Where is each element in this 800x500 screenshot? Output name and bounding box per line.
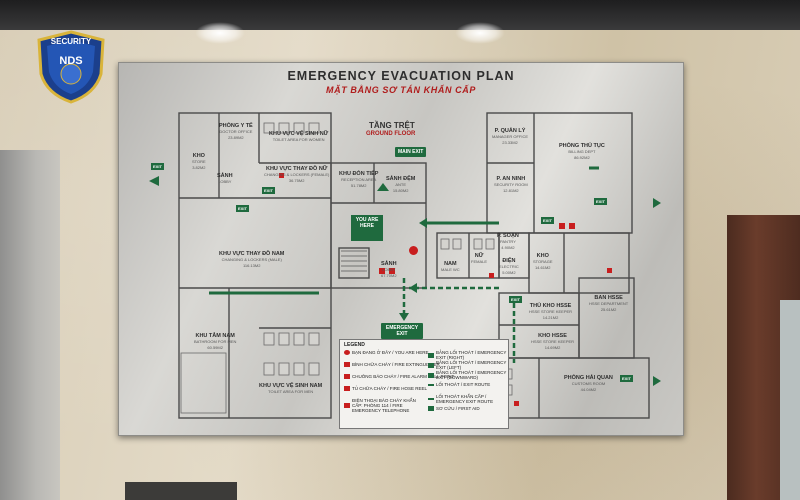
emergency-exit-sign: EMERGENCY EXIT xyxy=(381,323,423,339)
exit-sign: EXIT xyxy=(541,217,554,224)
arrow-down-icon xyxy=(399,313,409,321)
ceiling-light xyxy=(195,22,245,44)
you-are-here-sign: YOU ARE HERE xyxy=(351,215,383,241)
arrow-right-icon xyxy=(653,376,661,386)
legend-item: BẢNG LỐI THOÁT / EMERGENCY EXIT (DOWNWAR… xyxy=(428,370,508,380)
plan-title-vn: MẶT BẰNG SƠ TÁN KHẨN CẤP xyxy=(326,85,476,95)
arrow-left-icon xyxy=(419,218,427,228)
plan-title: EMERGENCY EVACUATION PLAN xyxy=(287,69,515,83)
legend-item: BẢNG LỐI THOÁT / EMERGENCY EXIT (LEFT) xyxy=(428,360,508,370)
exit-sign: EXIT xyxy=(509,296,522,303)
legend-title: LEGEND xyxy=(344,342,365,348)
legend-item: LỐI THOÁT KHẨN CẤP / EMERGENCY EXIT ROUT… xyxy=(428,394,508,404)
door-glass xyxy=(780,300,800,500)
badge-top-text: SECURITY xyxy=(51,37,92,46)
ceiling-light xyxy=(455,22,505,44)
floor-plan-drawing xyxy=(149,112,661,419)
legend-item: BÌNH CHỮA CHÁY / FIRE EXTINGUISHER xyxy=(344,362,440,367)
legend-panel: LEGEND BẠN ĐANG Ở ĐÂY / YOU ARE HERE BÌN… xyxy=(339,339,509,429)
legend-item: LỐI THOÁT / EXIT ROUTE xyxy=(428,382,490,387)
evacuation-plan-plate: EMERGENCY EVACUATION PLAN MẶT BẰNG SƠ TÁ… xyxy=(118,62,684,436)
exit-sign: EXIT xyxy=(236,205,249,212)
steel-pillar xyxy=(0,150,60,500)
exit-sign: EXIT xyxy=(262,187,275,194)
exit-sign: EXIT xyxy=(594,198,607,205)
exit-sign: EXIT xyxy=(151,163,164,170)
legend-item: ĐIỆN THOẠI BÁO CHÁY KHẨN CẤP: PHÒNG 114 … xyxy=(344,398,424,413)
arrow-left-icon xyxy=(149,176,159,186)
legend-item: SƠ CỨU / FIRST AID xyxy=(428,406,480,411)
exit-sign: EXIT xyxy=(620,375,633,382)
legend-item: CHUÔNG BÁO CHÁY / FIRE ALARM CALL POINT xyxy=(344,374,454,379)
you-are-here-marker xyxy=(409,246,418,255)
legend-item: BẠN ĐANG Ở ĐÂY / YOU ARE HERE xyxy=(344,350,428,355)
floor-title-en: GROUND FLOOR xyxy=(366,131,416,137)
legend-item: BẢNG LỐI THOÁT / EMERGENCY EXIT (RIGHT) xyxy=(428,350,508,360)
main-exit-sign: MAIN EXIT xyxy=(395,147,427,157)
nds-security-badge-logo: SECURITY NDS xyxy=(37,30,105,104)
arrow-right-icon xyxy=(653,198,661,208)
ceiling xyxy=(0,0,800,30)
floor-door-frame xyxy=(125,482,237,500)
arrow-left-icon xyxy=(409,283,417,293)
badge-brand-text: NDS xyxy=(59,55,82,67)
legend-item: TỦ CHỮA CHÁY / FIRE HOSE REEL xyxy=(344,386,427,391)
floor-title-vn: TẦNG TRỆT xyxy=(369,121,415,130)
arrow-up-icon xyxy=(377,183,389,191)
